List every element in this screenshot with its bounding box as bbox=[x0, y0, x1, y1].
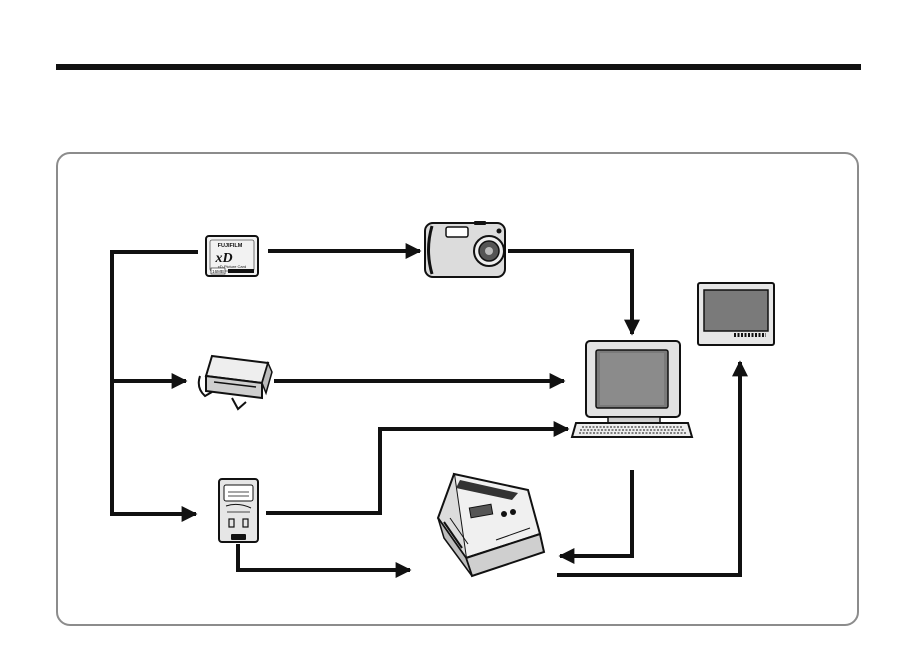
link-camera-to-computer bbox=[508, 251, 632, 334]
computer-icon bbox=[572, 341, 692, 437]
link-adapter-to-printer bbox=[238, 544, 410, 570]
digital-camera-icon bbox=[425, 221, 505, 277]
link-computer-to-printer bbox=[560, 470, 632, 556]
card-capacity-label: 16MB bbox=[212, 269, 224, 274]
xd-picture-card-icon: FUJIFILM xD xD-Picture Card 16MB bbox=[206, 236, 258, 276]
pc-card-adapter-icon bbox=[219, 479, 258, 542]
tv-monitor-icon bbox=[698, 283, 774, 345]
photo-printer-icon bbox=[438, 474, 544, 576]
card-brand-label: FUJIFILM bbox=[218, 243, 243, 249]
card-reader-icon bbox=[199, 356, 272, 409]
